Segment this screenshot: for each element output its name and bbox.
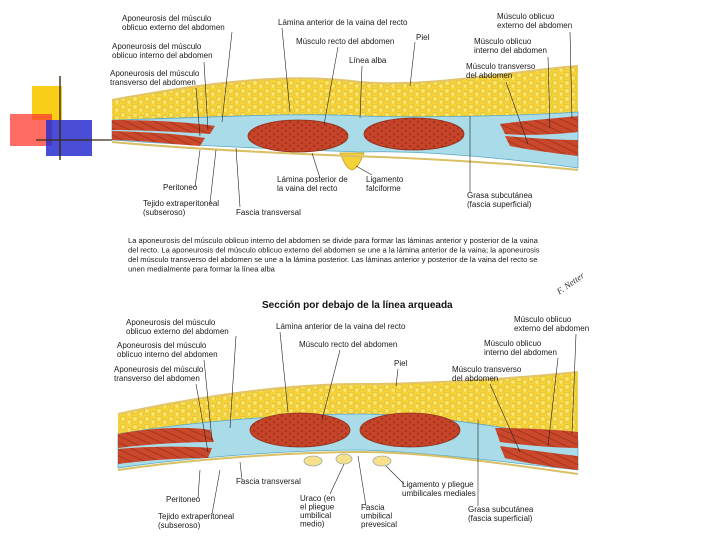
lower-right-rectus [359,412,461,448]
upper-skin [111,65,579,101]
lower-skin [117,371,579,415]
upper-falciform-ligament [339,152,365,171]
lower-medial-fold-left [303,455,323,467]
lower-left-rectus [249,412,351,448]
lower-label-transversalis: Fascia transversal [236,477,301,486]
lower-label-extraperitoneal: Tejido extraperitoneal(subseroso) [158,512,234,530]
lower-left-int-oblique [118,446,212,464]
lower-label-skin: Piel [394,359,408,368]
lower-leader-lines [195,331,577,515]
upper-right-rectus [363,117,465,151]
upper-label-skin: Piel [416,33,430,42]
lower-section [117,371,579,475]
upper-left-ext-oblique [112,120,215,134]
lower-label-peritoneum: Peritoneo [166,495,201,504]
upper-left-int-oblique [112,131,205,146]
upper-left-rectus [247,119,349,153]
upper-label-extraperitoneal: Tejido extraperitoneal(subseroso) [143,199,219,217]
lower-label-rectus: Músculo recto del abdomen [299,340,397,349]
lower-urachus-fold [335,453,353,465]
upper-label-anterior-sheath: Lámina anterior de la vaina del recto [278,18,408,27]
upper-caption: La aponeurosis del músculo oblicuo inter… [128,236,542,274]
upper-right-int-oblique [505,136,578,156]
upper-label-transversalis: Fascia transversal [236,208,301,217]
upper-label-subcutaneous: Grasa subcutánea(fascia superficial) [467,191,533,209]
lower-label-subcutaneous: Grasa subcutánea(fascia superficial) [468,505,534,523]
lower-medial-fold-right [372,455,392,467]
lower-heading: Sección por debajo de la línea arqueada [262,300,453,311]
upper-label-rectus: Músculo recto del abdomen [296,37,394,46]
upper-label-linea-alba: Línea alba [349,56,387,65]
upper-label-peritoneum: Peritoneo [163,183,198,192]
lower-right-int-oblique [500,446,578,470]
upper-section [111,65,579,171]
upper-right-ext-oblique [500,116,578,135]
upper-peritoneum [111,141,579,171]
lower-label-anterior-sheath: Lámina anterior de la vaina del recto [276,322,406,331]
upper-leader-lines [194,27,573,208]
lower-peritoneum [117,450,579,475]
netter-signature: F. Netter [554,270,587,297]
lower-left-ext-oblique [118,427,214,448]
